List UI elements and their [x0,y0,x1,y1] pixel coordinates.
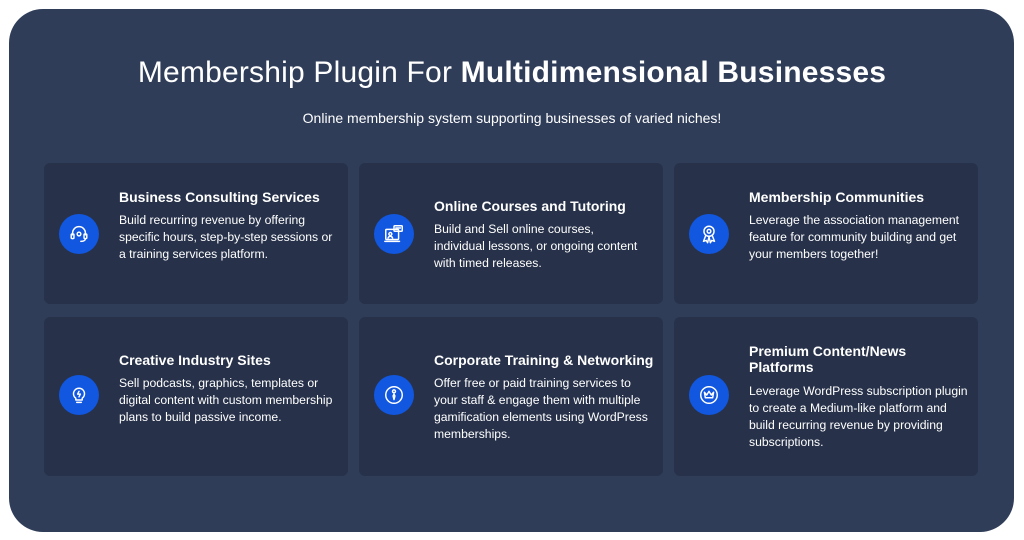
award-badge-icon [689,214,729,254]
card-description: Leverage WordPress subscription plugin t… [749,384,968,449]
card-description: Build recurring revenue by offering spec… [119,213,333,261]
card-corporate-training: Corporate Training & Networking Offer fr… [359,317,663,476]
crown-icon [689,375,729,415]
page-subtitle: Online membership system supporting busi… [302,110,722,126]
card-description: Build and Sell online courses, individua… [434,222,638,270]
card-title: Premium Content/News Platforms [749,343,907,375]
card-title: Business Consulting Services [119,189,320,205]
card-title: Corporate Training & Networking [434,352,654,368]
card-description: Sell podcasts, graphics, templates or di… [119,376,333,424]
title-regular: Membership Plugin For [137,56,461,89]
card-title: Creative Industry Sites [119,352,271,368]
lightbulb-icon [59,375,99,415]
card-description: Offer free or paid training services to … [434,376,648,441]
title-bold: Multidimensional Businesses [460,56,887,89]
card-title: Online Courses and Tutoring [434,198,626,214]
page-title: Membership Plugin For Multidimensional B… [0,56,1024,90]
card-business-consulting: Business Consulting Services Build recur… [44,163,348,304]
card-description: Leverage the association management feat… [749,213,960,261]
online-course-icon [374,214,414,254]
card-title: Membership Communities [749,189,925,205]
headset-icon [59,214,99,254]
card-online-courses: Online Courses and Tutoring Build and Se… [359,163,663,304]
card-premium-content: Premium Content/News Platforms Leverage … [674,317,978,476]
card-creative-industry: Creative Industry Sites Sell podcasts, g… [44,317,348,476]
card-membership-communities: Membership Communities Leverage the asso… [674,163,978,304]
business-person-icon [374,375,414,415]
